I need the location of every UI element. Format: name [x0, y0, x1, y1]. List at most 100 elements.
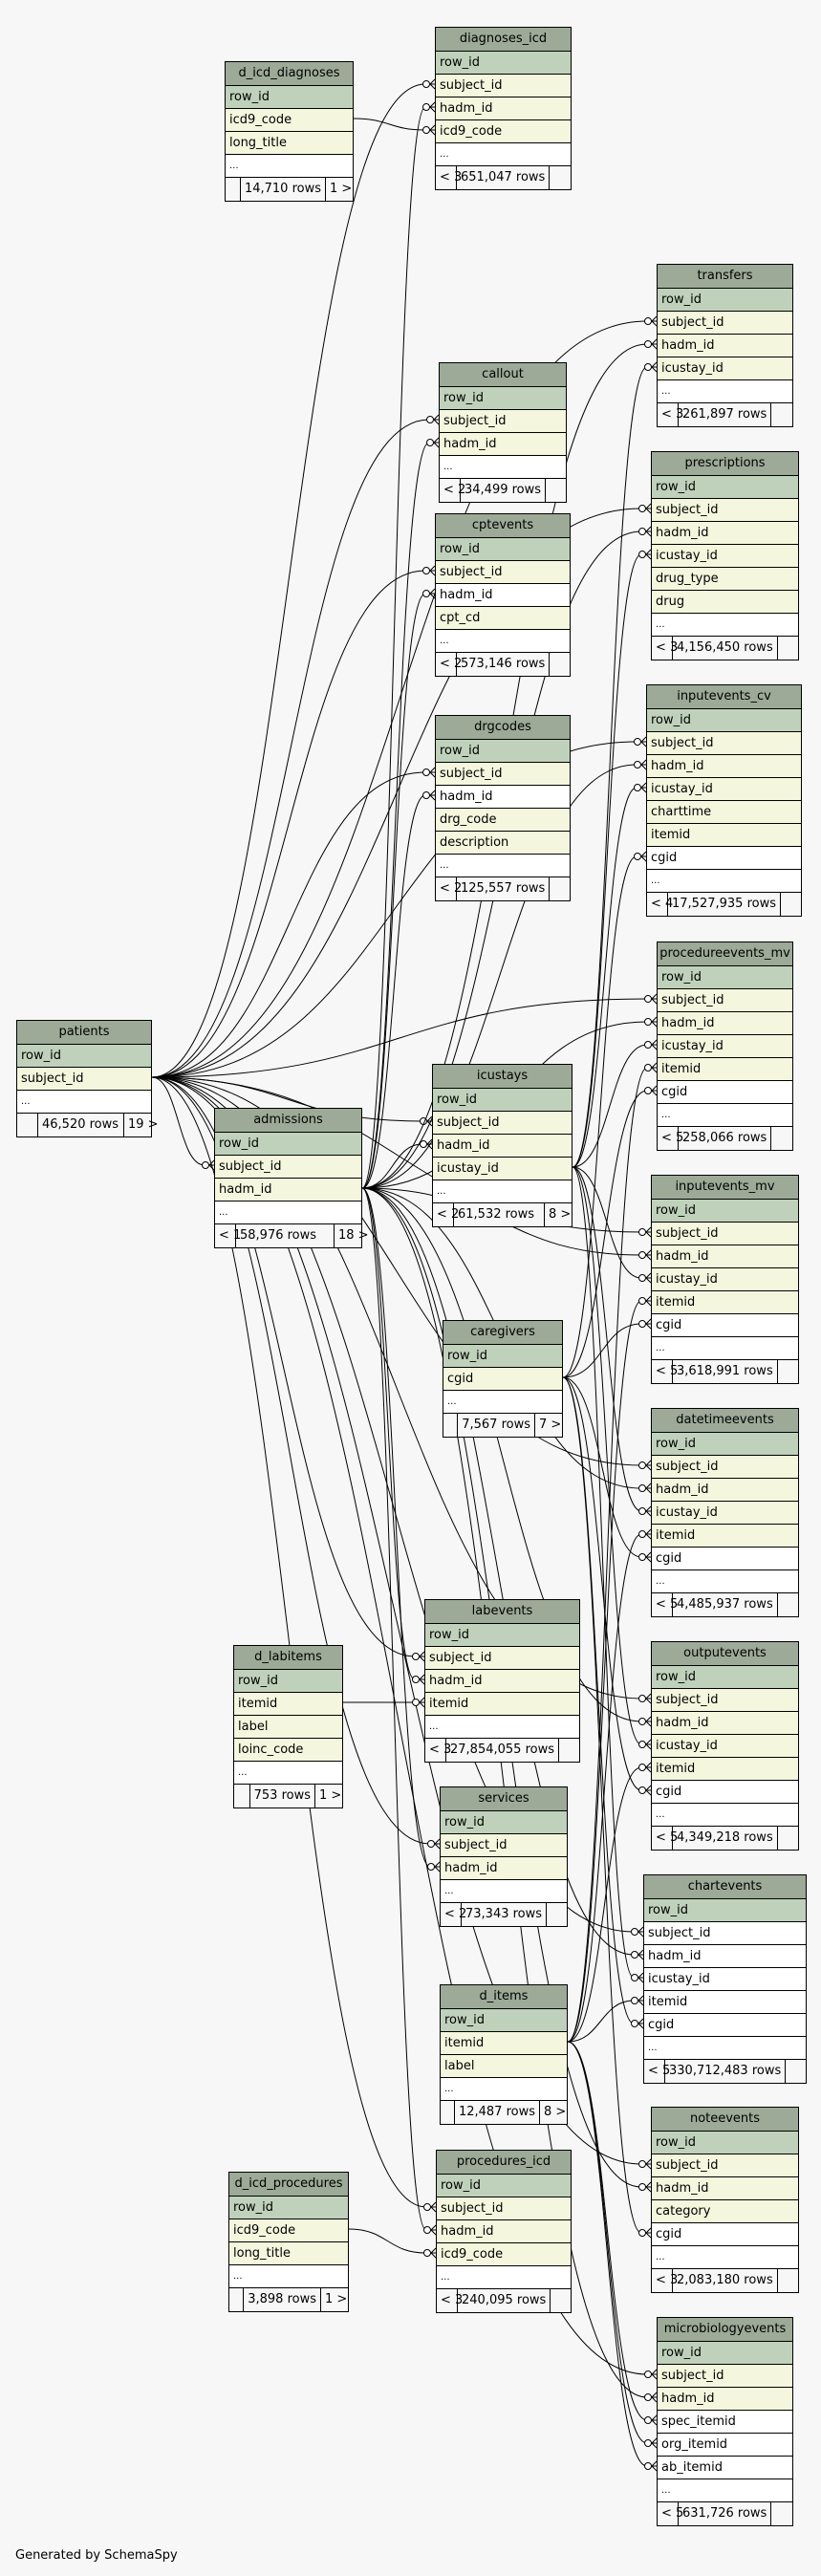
column-row-id[interactable]: row_id: [437, 2175, 571, 2197]
child-count[interactable]: 18 >: [338, 1228, 369, 1243]
column-cgid[interactable]: cgid: [658, 1081, 792, 1104]
child-count[interactable]: 1 >: [330, 182, 353, 196]
child-count[interactable]: [559, 1739, 579, 1762]
column-icd9-code[interactable]: icd9_code: [226, 109, 353, 132]
column-row-id[interactable]: row_id: [215, 1133, 361, 1156]
parent-count[interactable]: < 3: [425, 1739, 451, 1762]
column-cgid[interactable]: cgid: [644, 2014, 806, 2037]
column-hadm-id[interactable]: hadm_id: [652, 1479, 798, 1502]
column-row-id[interactable]: row_id: [644, 1899, 806, 1922]
parent-count[interactable]: < 5: [652, 1827, 678, 1850]
parent-count[interactable]: < 5: [652, 1593, 678, 1616]
column-loinc-code[interactable]: loinc_code: [234, 1739, 342, 1762]
column-itemid[interactable]: itemid: [652, 1525, 798, 1548]
column-org-itemid[interactable]: org_itemid: [658, 2434, 792, 2457]
column-row-id[interactable]: row_id: [652, 1433, 798, 1456]
column-row-id[interactable]: row_id: [425, 1624, 579, 1647]
table-name[interactable]: labevents: [425, 1600, 579, 1624]
parent-count[interactable]: [234, 1785, 250, 1808]
column-itemid[interactable]: itemid: [425, 1693, 579, 1716]
column-hadm-id[interactable]: hadm_id: [652, 522, 798, 545]
column-itemid[interactable]: itemid: [234, 1693, 342, 1716]
column-subject-id[interactable]: subject_id: [437, 2197, 571, 2220]
table-name[interactable]: cptevents: [436, 514, 570, 538]
column-row-id[interactable]: row_id: [441, 2009, 567, 2032]
column-hadm-id[interactable]: hadm_id: [425, 1670, 579, 1693]
table-name[interactable]: icustays: [433, 1065, 572, 1089]
child-count[interactable]: [546, 479, 566, 502]
column-icustay-id[interactable]: icustay_id: [658, 357, 792, 380]
column-hadm-id[interactable]: hadm_id: [652, 2177, 798, 2200]
child-count[interactable]: [771, 2502, 792, 2525]
column-cgid[interactable]: cgid: [652, 2223, 798, 2246]
column-row-id[interactable]: row_id: [226, 86, 353, 109]
column-icustay-id[interactable]: icustay_id: [652, 1268, 798, 1291]
column-icustay-id[interactable]: icustay_id: [433, 1158, 572, 1180]
table-name[interactable]: patients: [17, 1021, 151, 1045]
column-icustay-id[interactable]: icustay_id: [652, 1502, 798, 1525]
column-icd9-code[interactable]: icd9_code: [437, 2243, 571, 2266]
child-count[interactable]: [778, 1827, 798, 1850]
column-icustay-id[interactable]: icustay_id: [644, 1968, 806, 1991]
table-name[interactable]: d_icd_procedures: [229, 2173, 348, 2197]
table-name[interactable]: inputevents_cv: [647, 685, 801, 709]
column-subject-id[interactable]: subject_id: [652, 1689, 798, 1712]
parent-count[interactable]: < 5: [644, 2060, 670, 2083]
child-count[interactable]: 7 >: [539, 1418, 562, 1432]
column-subject-id[interactable]: subject_id: [652, 1223, 798, 1245]
child-count[interactable]: [778, 637, 798, 660]
column-icustay-id[interactable]: icustay_id: [652, 545, 798, 568]
column-subject-id[interactable]: subject_id: [441, 1834, 567, 1857]
table-name[interactable]: d_icd_diagnoses: [226, 62, 353, 86]
table-name[interactable]: noteevents: [652, 2108, 798, 2132]
column-row-id[interactable]: row_id: [647, 709, 801, 732]
parent-count[interactable]: < 2: [436, 877, 462, 900]
table-name[interactable]: services: [441, 1787, 567, 1811]
table-name[interactable]: inputevents_mv: [652, 1176, 798, 1200]
column-row-id[interactable]: row_id: [436, 538, 570, 561]
column-hadm-id[interactable]: hadm_id: [215, 1179, 361, 1201]
child-count[interactable]: [771, 403, 792, 426]
column-subject-id[interactable]: subject_id: [652, 2154, 798, 2177]
column-hadm-id[interactable]: hadm_id: [441, 1857, 567, 1880]
column-subject-id[interactable]: subject_id: [433, 1112, 572, 1135]
child-count[interactable]: [550, 877, 570, 900]
column-row-id[interactable]: row_id: [652, 2132, 798, 2154]
table-name[interactable]: drgcodes: [436, 716, 570, 740]
column-icustay-id[interactable]: icustay_id: [658, 1035, 792, 1058]
column-hadm-id[interactable]: hadm_id: [652, 1712, 798, 1735]
child-count[interactable]: [771, 1127, 792, 1150]
column-ab-itemid[interactable]: ab_itemid: [658, 2457, 792, 2479]
column-subject-id[interactable]: subject_id: [436, 561, 570, 584]
child-count[interactable]: 8 >: [549, 1207, 572, 1222]
column-icd9-code[interactable]: icd9_code: [436, 120, 571, 143]
column-drg-code[interactable]: drg_code: [436, 809, 570, 832]
parent-count[interactable]: [443, 1414, 459, 1437]
column-row-id[interactable]: row_id: [440, 387, 566, 410]
column-row-id[interactable]: row_id: [658, 966, 792, 989]
column-hadm-id[interactable]: hadm_id: [436, 786, 570, 809]
column-subject-id[interactable]: subject_id: [658, 312, 792, 335]
column-subject-id[interactable]: subject_id: [436, 75, 571, 97]
column-row-id[interactable]: row_id: [436, 52, 571, 75]
column-hadm-id[interactable]: hadm_id: [658, 1012, 792, 1035]
column-drug-type[interactable]: drug_type: [652, 568, 798, 591]
column-spec-itemid[interactable]: spec_itemid: [658, 2411, 792, 2434]
column-subject-id[interactable]: subject_id: [17, 1068, 151, 1091]
parent-count[interactable]: < 3: [652, 637, 678, 660]
parent-count[interactable]: < 2: [433, 1203, 459, 1226]
column-row-id[interactable]: row_id: [234, 1670, 342, 1693]
column-subject-id[interactable]: subject_id: [436, 763, 570, 786]
